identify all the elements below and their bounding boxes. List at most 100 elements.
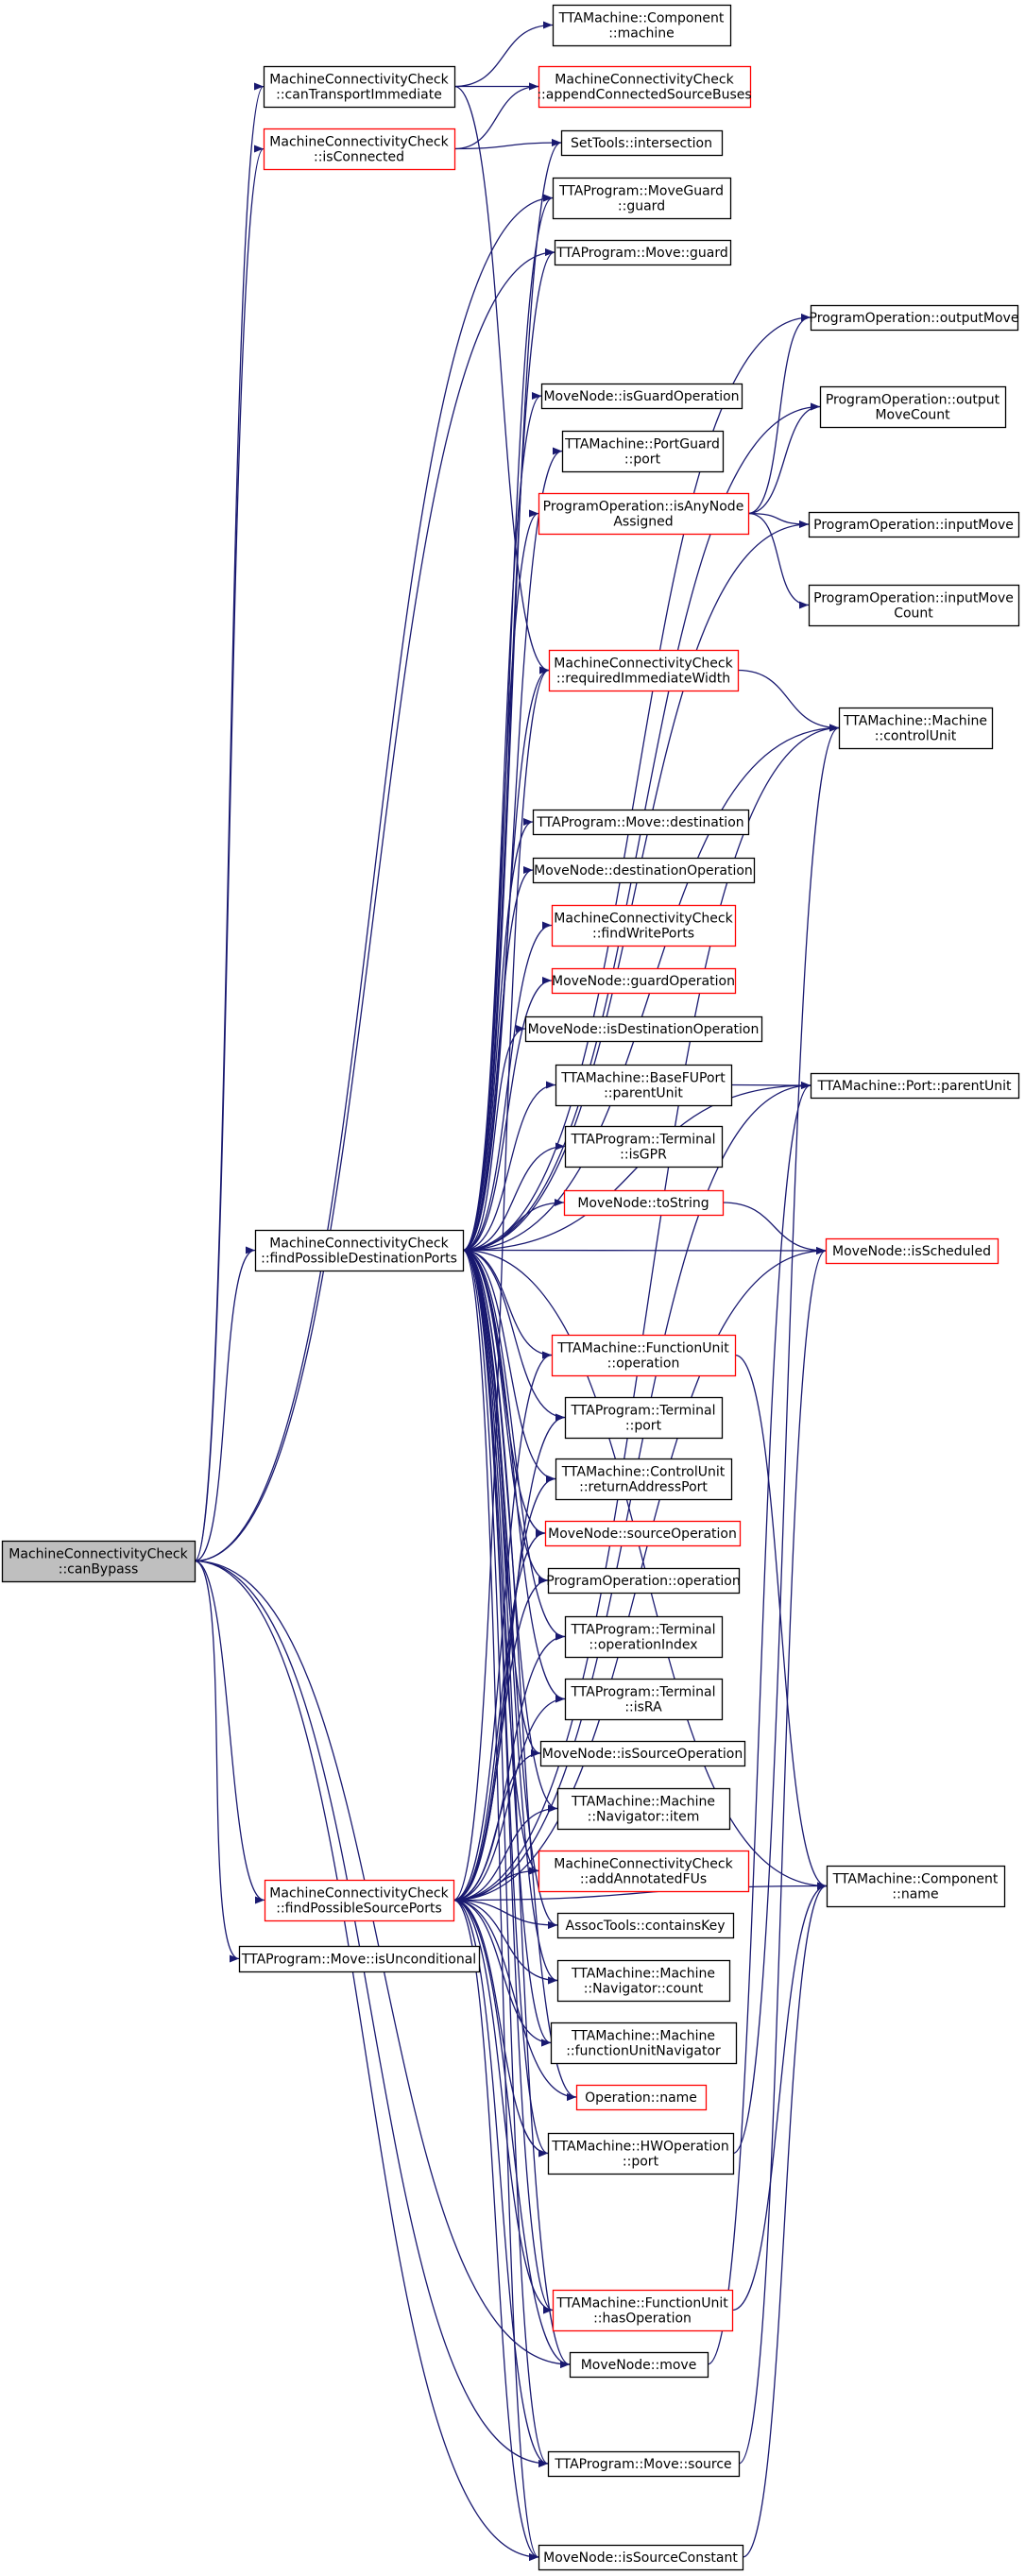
edge-canBypass-to-canTransportImmediate bbox=[194, 82, 265, 1562]
node-containsKey[interactable]: AssocTools::containsKey bbox=[556, 1912, 735, 1939]
edge-findPossibleSourcePorts-to-navigatorCount bbox=[453, 1899, 558, 1985]
edge-findPossibleDestinationPorts-to-terminalIsRA bbox=[462, 1249, 566, 1703]
edge-findPossibleSourcePorts-to-moveSource bbox=[453, 1899, 549, 2467]
node-label: ProgramOperation::isAnyNode bbox=[543, 500, 744, 515]
node-isConnected[interactable]: MachineConnectivityCheck::isConnected bbox=[263, 128, 456, 171]
node-box bbox=[556, 1912, 735, 1939]
node-box bbox=[838, 707, 994, 750]
node-isUnconditional[interactable]: TTAProgram::Move::isUnconditional bbox=[238, 1945, 481, 1973]
node-canBypass[interactable]: MachineConnectivityCheck::canBypass bbox=[1, 1540, 196, 1583]
node-box bbox=[264, 1879, 455, 1922]
edge-findPossibleSourcePorts-to-controlUnit bbox=[453, 724, 840, 1902]
node-requiredImmediateWidth[interactable]: MachineConnectivityCheck::requiredImmedi… bbox=[548, 649, 740, 692]
node-box bbox=[538, 492, 750, 536]
edge-findPossibleDestinationPorts-to-isSourceConstant bbox=[462, 1249, 539, 2561]
node-hasOperation[interactable]: TTAMachine::FunctionUnit::hasOperation bbox=[552, 2289, 734, 2332]
node-terminalPort[interactable]: TTAProgram::Terminal::port bbox=[564, 1396, 724, 1440]
node-hwOperationPort[interactable]: TTAMachine::HWOperation::port bbox=[547, 2132, 735, 2175]
node-portParentUnit[interactable]: TTAMachine::Port::parentUnit bbox=[810, 1072, 1020, 1100]
node-label: ::functionUnitNavigator bbox=[566, 2044, 721, 2059]
edge-isAnyNodeAssigned-to-outputMoveCount bbox=[747, 402, 821, 515]
node-componentName[interactable]: TTAMachine::Component::name bbox=[826, 1865, 1006, 1908]
node-box bbox=[808, 511, 1020, 538]
node-box bbox=[524, 1015, 763, 1043]
node-componentMachine[interactable]: TTAMachine::Component::machine bbox=[552, 4, 732, 47]
node-findPossibleDestinationPorts[interactable]: MachineConnectivityCheck::findPossibleDe… bbox=[254, 1229, 465, 1272]
node-terminalIsGPR[interactable]: TTAProgram::Terminal::isGPR bbox=[564, 1125, 724, 1169]
node-label: ::parentUnit bbox=[604, 1086, 683, 1101]
node-box bbox=[564, 1396, 724, 1440]
node-label: ::Navigator::count bbox=[584, 1982, 704, 1997]
node-label: ::guard bbox=[618, 199, 665, 214]
node-label: MachineConnectivityCheck bbox=[554, 1857, 733, 1872]
node-terminalIsRA[interactable]: TTAProgram::Terminal::isRA bbox=[564, 1678, 724, 1721]
edge-findPossibleDestinationPorts-to-isAnyNodeAssigned bbox=[462, 509, 539, 1252]
node-moveGuardGuard[interactable]: TTAProgram::MoveGuard::guard bbox=[552, 177, 732, 220]
node-label: SetTools::intersection bbox=[571, 136, 712, 151]
node-baseFUPortParentUnit[interactable]: TTAMachine::BaseFUPort::parentUnit bbox=[555, 1064, 733, 1107]
edge-findPossibleSourcePorts-to-returnAddressPort bbox=[453, 1475, 556, 1902]
node-outputMove[interactable]: ProgramOperation::outputMove bbox=[810, 304, 1019, 332]
node-label: TTAProgram::MoveGuard bbox=[558, 184, 724, 199]
node-box bbox=[808, 584, 1020, 627]
node-label: ::port bbox=[624, 452, 661, 468]
node-moveDestination[interactable]: TTAProgram::Move::destination bbox=[532, 809, 750, 836]
edge-findPossibleDestinationPorts-to-terminalIsGPR bbox=[462, 1142, 566, 1252]
node-toString[interactable]: MoveNode::toString bbox=[563, 1189, 725, 1217]
node-label: ::controlUnit bbox=[875, 729, 957, 744]
node-moveSource[interactable]: TTAProgram::Move::source bbox=[547, 2450, 741, 2478]
edge-canBypass-to-findPossibleDestinationPorts bbox=[194, 1246, 256, 1562]
node-guardOperation[interactable]: MoveNode::guardOperation bbox=[551, 967, 737, 995]
node-label: MoveNode::destinationOperation bbox=[534, 863, 753, 879]
node-label: TTAMachine::FunctionUnit bbox=[555, 2296, 728, 2312]
node-destinationOperation[interactable]: MoveNode::destinationOperation bbox=[532, 857, 756, 884]
node-inputMove[interactable]: ProgramOperation::inputMove bbox=[808, 511, 1020, 538]
node-canTransportImmediate[interactable]: MachineConnectivityCheck::canTransportIm… bbox=[263, 65, 456, 109]
node-addAnnotatedFUs[interactable]: MachineConnectivityCheck::addAnnotatedFU… bbox=[538, 1850, 750, 1893]
node-operationName[interactable]: Operation::name bbox=[575, 2084, 708, 2111]
node-label: ::isRA bbox=[624, 1700, 662, 1715]
node-label: TTAProgram::Terminal bbox=[570, 1133, 715, 1148]
node-appendConnectedSourceBuses[interactable]: MachineConnectivityCheck::appendConnecte… bbox=[537, 65, 752, 109]
node-operationIndex[interactable]: TTAProgram::Terminal::operationIndex bbox=[564, 1615, 724, 1659]
node-sourceOperation[interactable]: MoveNode::sourceOperation bbox=[544, 1520, 742, 1547]
node-navigatorCount[interactable]: TTAMachine::Machine::Navigator::count bbox=[556, 1959, 731, 2003]
node-portGuardPort[interactable]: TTAMachine::PortGuard::port bbox=[561, 430, 725, 473]
node-fuOperation[interactable]: TTAMachine::FunctionUnit::operation bbox=[551, 1334, 737, 1377]
edge-moveNodeMove-to-portParentUnit bbox=[707, 1082, 811, 2365]
node-moveNodeMove[interactable]: MoveNode::move bbox=[569, 2351, 709, 2379]
node-label: MoveNode::move bbox=[581, 2358, 697, 2373]
edge-findPossibleSourcePorts-to-terminalIsRA bbox=[453, 1695, 566, 1902]
node-box bbox=[563, 1189, 725, 1217]
node-isScheduled[interactable]: MoveNode::isScheduled bbox=[825, 1237, 999, 1265]
node-isDestinationOperation[interactable]: MoveNode::isDestinationOperation bbox=[524, 1015, 763, 1043]
edge-findPossibleSourcePorts-to-isSourceConstant bbox=[453, 1899, 539, 2561]
edge-isConnected-to-appendConnectedSourceBuses bbox=[453, 82, 539, 150]
node-moveGuard[interactable]: TTAProgram::Move::guard bbox=[554, 239, 732, 266]
node-isGuardOperation[interactable]: MoveNode::isGuardOperation bbox=[540, 383, 743, 410]
node-label: ::isGPR bbox=[620, 1148, 667, 1163]
node-findPossibleSourcePorts[interactable]: MachineConnectivityCheck::findPossibleSo… bbox=[264, 1879, 455, 1922]
node-isSourceOperation[interactable]: MoveNode::isSourceOperation bbox=[539, 1740, 746, 1767]
edge-canBypass-to-isConnected bbox=[194, 145, 265, 1562]
node-label: MachineConnectivityCheck bbox=[9, 1547, 188, 1562]
node-returnAddressPort[interactable]: TTAMachine::ControlUnit::returnAddressPo… bbox=[555, 1458, 733, 1501]
edge-findPossibleSourcePorts-to-hwOperationPort bbox=[453, 1899, 549, 2158]
node-label: ::operation bbox=[607, 1356, 680, 1372]
node-box bbox=[561, 430, 725, 473]
node-navigatorItem[interactable]: TTAMachine::Machine::Navigator::item bbox=[556, 1787, 731, 1831]
node-controlUnit[interactable]: TTAMachine::Machine::controlUnit bbox=[838, 707, 994, 750]
edge-findPossibleDestinationPorts-to-returnAddressPort bbox=[462, 1249, 556, 1483]
node-poOperation[interactable]: ProgramOperation::operation bbox=[546, 1567, 741, 1595]
node-box bbox=[575, 2084, 708, 2111]
node-isSourceConstant[interactable]: MoveNode::isSourceConstant bbox=[538, 2544, 744, 2571]
edge-findPossibleSourcePorts-to-poOperation bbox=[453, 1577, 549, 1902]
node-intersection[interactable]: SetTools::intersection bbox=[560, 129, 724, 157]
node-label: ::canTransportImmediate bbox=[276, 88, 442, 103]
node-label: MoveNode::sourceOperation bbox=[548, 1527, 737, 1542]
node-findWritePorts[interactable]: MachineConnectivityCheck::findWritePorts bbox=[551, 904, 737, 947]
node-functionUnitNavigator[interactable]: TTAMachine::Machine::functionUnitNavigat… bbox=[550, 2022, 738, 2065]
